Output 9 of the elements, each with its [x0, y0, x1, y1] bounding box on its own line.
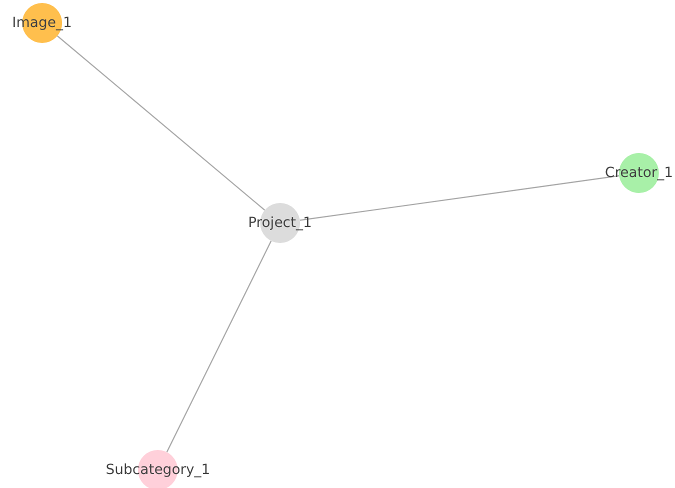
graph-node	[106, 450, 210, 488]
connector-line	[300, 175, 620, 221]
node-label: Subcategory_1	[106, 462, 210, 478]
graph-node	[604, 153, 674, 193]
node-label: Project_1	[248, 215, 312, 231]
node-label: Creator_1	[604, 165, 674, 181]
connector-line	[56, 35, 266, 211]
connector-line	[166, 240, 272, 452]
graph-node	[248, 203, 312, 243]
